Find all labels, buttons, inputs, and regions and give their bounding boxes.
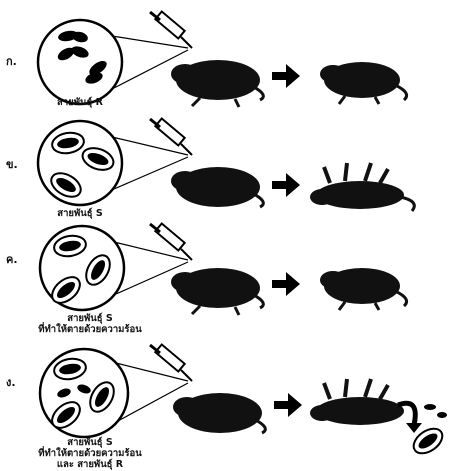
panel-3: ค. สายพันธุ์ S ที่ทำให้ตา [0, 220, 451, 345]
mouse-icon [171, 167, 263, 207]
syringe-icon [150, 119, 192, 155]
syringe-icon [150, 345, 192, 381]
arrow-icon [274, 393, 302, 417]
panel-4: ง. [0, 345, 451, 471]
panel-caption: สายพันธุ์ R [10, 97, 150, 108]
arrow-icon [272, 173, 300, 197]
result-mouse-alive [320, 268, 407, 310]
caption-line: และ สายพันธุ์ R [20, 459, 160, 470]
panel-caption: สายพันธุ์ S ที่ทำให้ตายด้วยความร้อน [20, 313, 160, 335]
small-r-bacteria [424, 404, 447, 418]
panel-caption: สายพันธุ์ S ที่ทำให้ตายด้วยความร้อน และ … [20, 437, 160, 470]
result-mouse-alive [320, 62, 407, 104]
mouse-icon [173, 393, 265, 433]
panel-2: ข. สายพันธุ์ S [0, 115, 451, 227]
result-mouse-dead [310, 163, 414, 211]
caption-line: สายพันธุ์ R [10, 97, 150, 108]
result-mouse-dead [310, 379, 404, 425]
panel-1: ก. [0, 0, 451, 118]
mouse-icon [171, 60, 263, 107]
caption-line: สายพันธุ์ S [10, 208, 150, 219]
arrow-icon [272, 272, 300, 296]
caption-line: สายพันธุ์ S [20, 437, 160, 448]
mouse-icon [171, 268, 263, 315]
arrow-icon [272, 64, 300, 88]
caption-line: ที่ทำให้ตายด้วยความร้อน [20, 448, 160, 459]
caption-line: ที่ทำให้ตายด้วยความร้อน [20, 324, 160, 335]
syringe-icon [150, 224, 192, 260]
caption-line: สายพันธุ์ S [20, 313, 160, 324]
panel-caption: สายพันธุ์ S [10, 208, 150, 219]
